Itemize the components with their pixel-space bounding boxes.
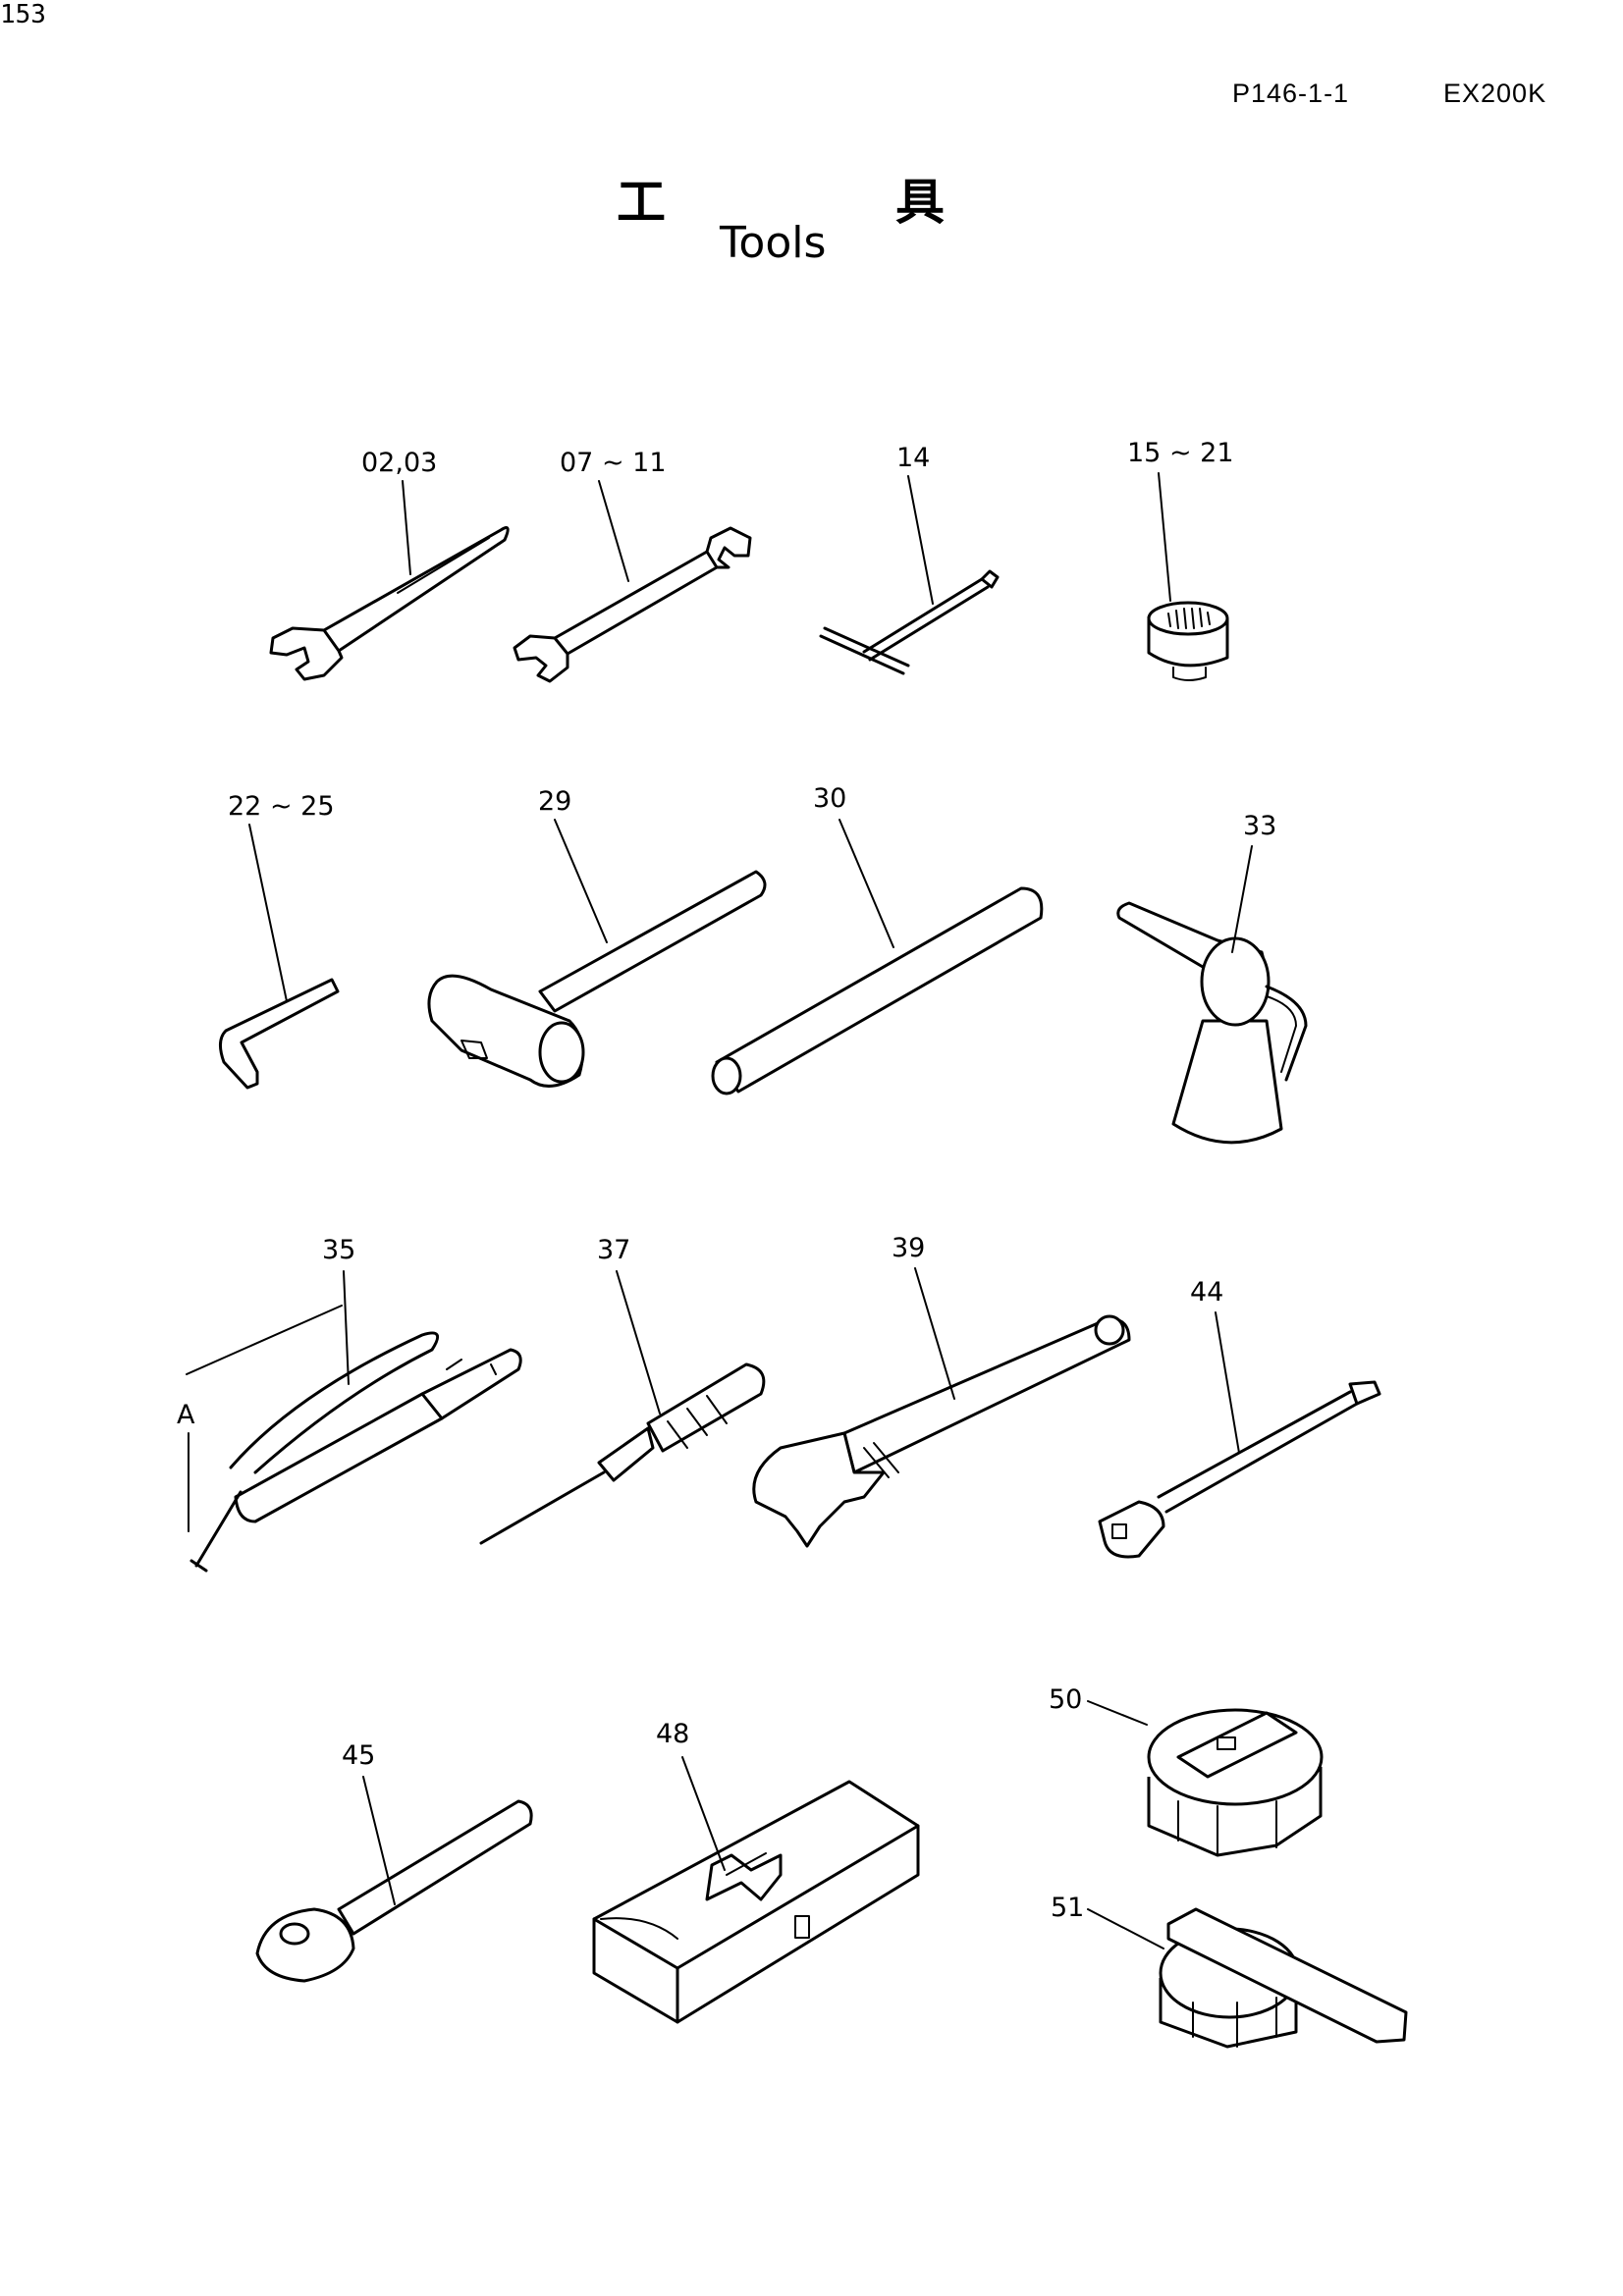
page-title: Tools xyxy=(720,218,827,268)
title-japanese-char-1: 工 xyxy=(617,174,666,231)
callout-51: 51 xyxy=(1051,1893,1084,1923)
callout-29: 29 xyxy=(538,786,571,817)
callout-14: 14 xyxy=(896,443,930,473)
tool-bar-30 xyxy=(711,886,1044,1095)
leader-22-25 xyxy=(248,824,288,1002)
tool-socket-15-21 xyxy=(1147,601,1229,681)
callout-22-25: 22 ~ 25 xyxy=(228,791,335,822)
tool-open-end-wrench-02-03 xyxy=(269,526,510,681)
tool-toolbox-48 xyxy=(592,1780,920,2024)
tool-ratchet-handle-45 xyxy=(255,1799,533,1983)
callout-37: 37 xyxy=(597,1235,630,1265)
callout-50: 50 xyxy=(1049,1684,1082,1715)
callout-44: 44 xyxy=(1190,1277,1223,1308)
leader-44 xyxy=(1215,1311,1240,1454)
leader-51 xyxy=(1087,1908,1164,1949)
document-code: P146-1-1 xyxy=(1232,79,1350,108)
tool-filter-wrench-51 xyxy=(1159,1907,1408,2049)
callout-15-21: 15 ~ 21 xyxy=(1127,438,1234,468)
callout-39: 39 xyxy=(892,1233,925,1263)
leader-37 xyxy=(616,1270,661,1415)
leader-02-03 xyxy=(402,480,411,575)
title-japanese-char-2: 具 xyxy=(895,174,945,231)
page-number: 153 xyxy=(0,0,46,29)
callout-A: A xyxy=(177,1400,195,1430)
leader-50 xyxy=(1087,1700,1148,1726)
tool-filter-wrench-50 xyxy=(1147,1708,1324,1857)
tool-spanner-07-11 xyxy=(513,526,752,683)
tool-oil-can-33 xyxy=(1116,901,1308,1145)
leader-45 xyxy=(362,1776,396,1905)
tool-t-handle-wrench-14 xyxy=(819,569,1000,675)
callout-33: 33 xyxy=(1243,811,1276,841)
tool-extension-bar-44 xyxy=(1098,1380,1381,1559)
callout-07-11: 07 ~ 11 xyxy=(560,448,667,478)
callout-30: 30 xyxy=(813,783,846,814)
tool-adjustable-wrench-39 xyxy=(752,1314,1131,1548)
leader-39 xyxy=(914,1267,955,1400)
tool-hammer-29 xyxy=(427,870,767,1088)
leader-29 xyxy=(554,819,608,943)
tool-screwdriver-37 xyxy=(479,1362,766,1545)
leader-30 xyxy=(839,819,894,948)
leader-14 xyxy=(907,475,934,605)
leader-35 xyxy=(343,1270,350,1385)
leader-33 xyxy=(1231,845,1253,953)
leader-35-a-upper xyxy=(186,1305,343,1375)
callout-35: 35 xyxy=(322,1235,355,1265)
tool-grease-gun-35 xyxy=(189,1331,522,1573)
callout-02-03: 02,03 xyxy=(361,448,437,478)
leader-48 xyxy=(681,1756,726,1871)
tool-hex-key-22-25 xyxy=(219,978,340,1090)
leader-07-11 xyxy=(598,480,629,582)
model-number: EX200K xyxy=(1443,79,1547,108)
leader-15-21 xyxy=(1158,472,1171,602)
callout-45: 45 xyxy=(342,1740,375,1771)
callout-48: 48 xyxy=(656,1719,689,1749)
